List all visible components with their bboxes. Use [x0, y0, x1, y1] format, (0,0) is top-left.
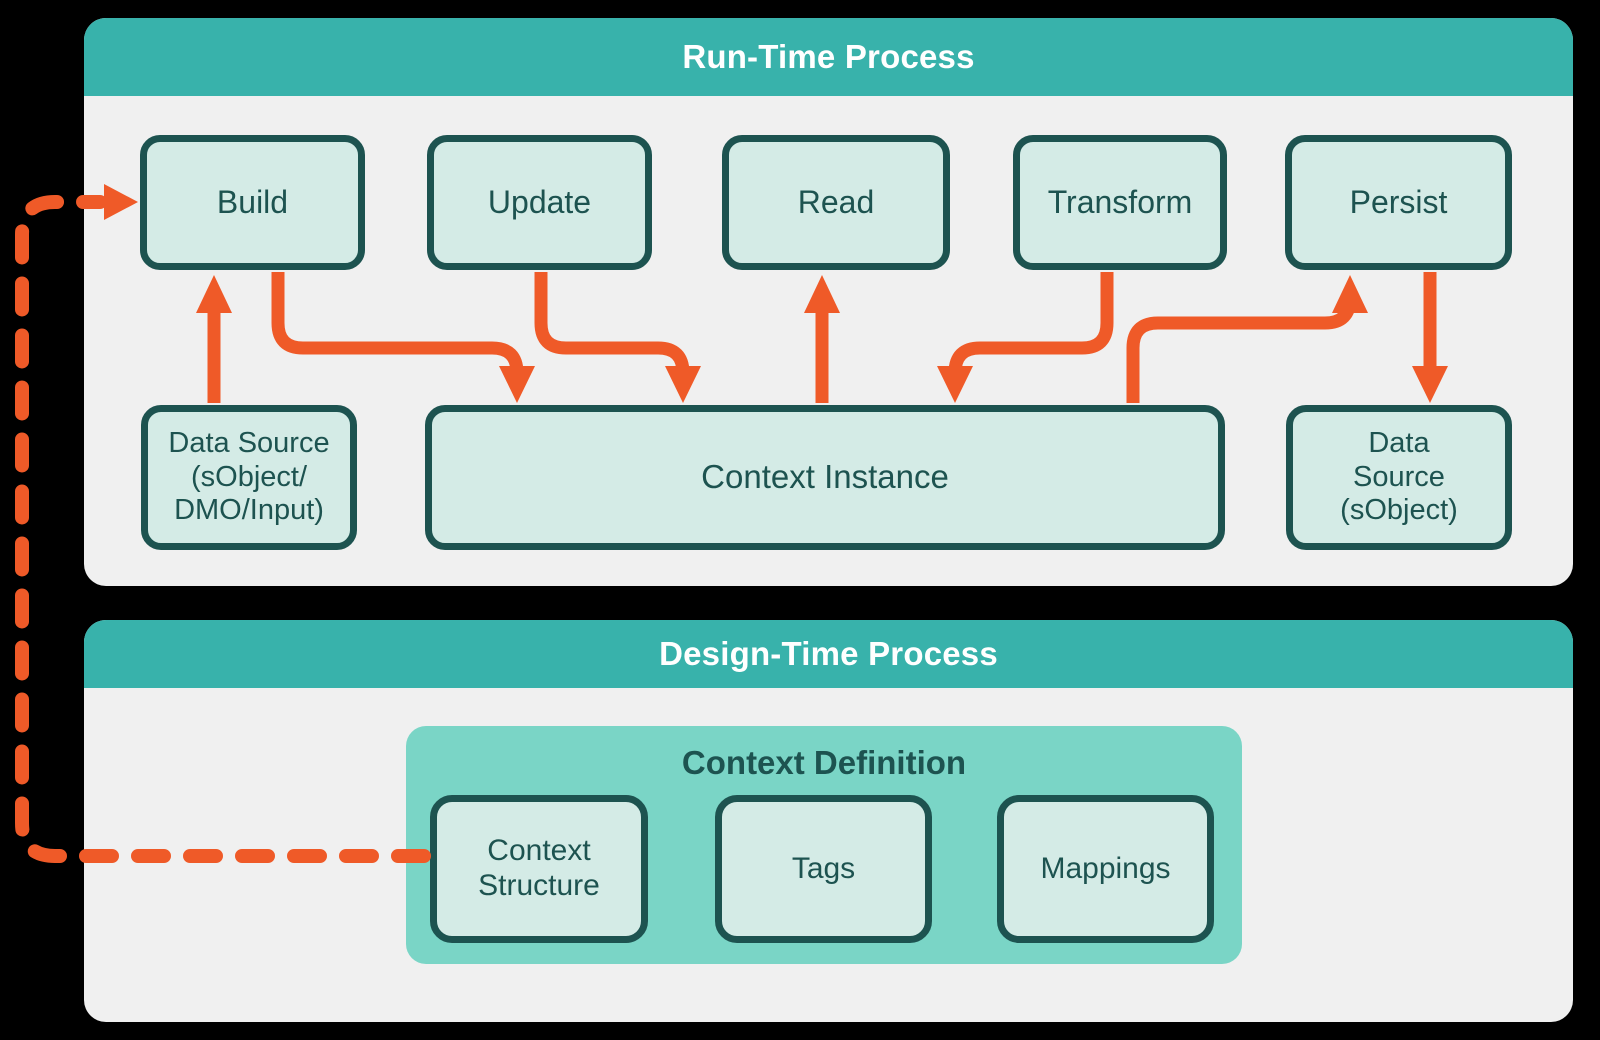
- context-instance-label: Context Instance: [701, 458, 949, 496]
- node-build[interactable]: Build: [140, 135, 365, 270]
- node-persist-label: Persist: [1349, 183, 1448, 220]
- node-transform-label: Transform: [1047, 183, 1193, 220]
- node-transform[interactable]: Transform: [1013, 135, 1227, 270]
- context-definition-title: Context Definition: [681, 744, 967, 781]
- context-structure-line-2: Structure: [478, 869, 600, 902]
- data-source-input-line-3: DMO/Input): [174, 494, 324, 527]
- runtime-panel-title: Run-Time Process: [682, 38, 975, 75]
- node-mappings[interactable]: Mappings: [997, 795, 1214, 943]
- designtime-panel-header: Design-Time Process: [84, 620, 1573, 688]
- node-read-label: Read: [797, 183, 875, 220]
- data-source-output-line-1: Data: [1368, 427, 1430, 460]
- data-source-input-line-1: Data Source: [168, 427, 330, 460]
- data-source-output-line-3: (sObject): [1340, 494, 1458, 527]
- node-context-instance[interactable]: Context Instance: [425, 405, 1225, 550]
- node-build-label: Build: [216, 183, 289, 220]
- node-update-label: Update: [487, 183, 592, 220]
- data-source-input-line-2: (sObject/: [190, 460, 308, 493]
- context-structure-line-1: Context: [487, 834, 591, 868]
- runtime-panel-header: Run-Time Process: [84, 18, 1573, 96]
- node-data-source-input[interactable]: Data Source (sObject/ DMO/Input): [141, 405, 357, 550]
- node-data-source-output[interactable]: Data Source (sObject): [1286, 405, 1512, 550]
- mappings-label: Mappings: [1040, 851, 1171, 885]
- node-tags[interactable]: Tags: [715, 795, 932, 943]
- node-persist[interactable]: Persist: [1285, 135, 1512, 270]
- designtime-panel-title: Design-Time Process: [659, 635, 998, 672]
- data-source-output-line-2: Source: [1353, 460, 1445, 493]
- node-update[interactable]: Update: [427, 135, 652, 270]
- tags-label: Tags: [791, 851, 856, 885]
- node-read[interactable]: Read: [722, 135, 950, 270]
- node-context-structure[interactable]: Context Structure: [430, 795, 648, 943]
